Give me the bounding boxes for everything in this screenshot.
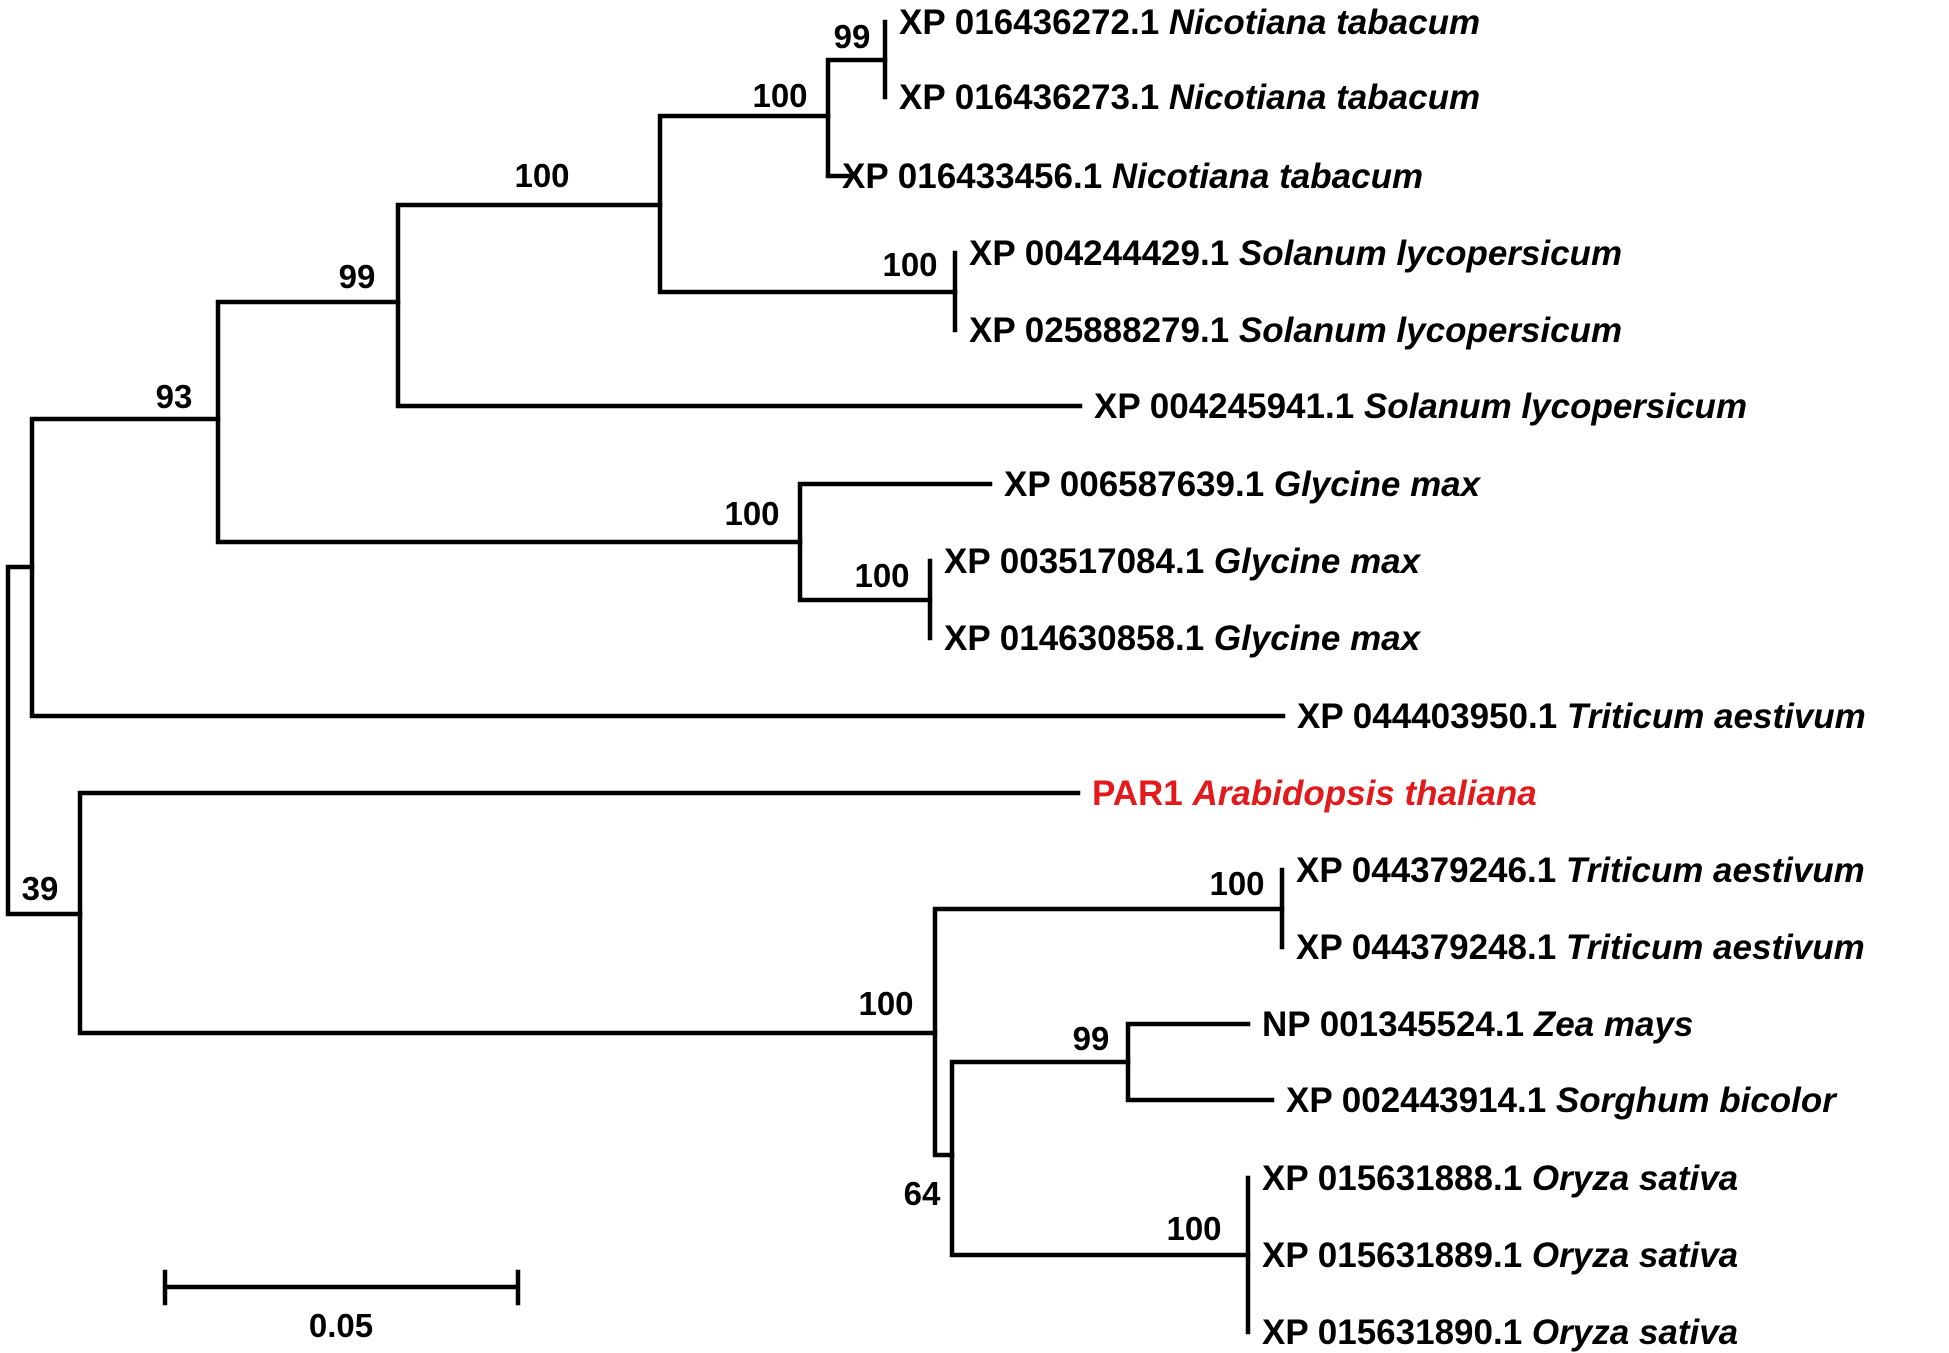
branch-segment (77, 790, 1081, 1036)
leaf-label: XP 015631888.1 Oryza sativa (1262, 1159, 1738, 1198)
tree-branches (5, 19, 1286, 1335)
branch-segment (797, 481, 993, 603)
scale-bar: 0.05 (162, 1269, 521, 1344)
leaf-label: NP 001345524.1 Zea mays (1262, 1005, 1693, 1044)
species-name: Sorghum bicolor (1556, 1081, 1838, 1120)
bootstrap-label: 64 (904, 1175, 941, 1212)
bootstrap-label: 100 (1166, 1210, 1221, 1247)
bootstrap-values: 99 100 100 100 99 93 100 100 39 100 100 99 100 64 (22, 18, 1265, 1247)
leaf-label: XP 014630858.1 Glycine max (944, 619, 1422, 658)
species-name: Nicotiana tabacum (1169, 78, 1480, 117)
leaf-label: XP 044403950.1 Triticum aestivum (1297, 697, 1866, 736)
branch-segment (949, 1059, 1251, 1258)
scale-bar-line (162, 1269, 521, 1306)
bootstrap-label: 99 (834, 18, 871, 55)
bootstrap-label: 100 (752, 77, 807, 114)
leaf-label: XP 016436272.1 Nicotiana tabacum (899, 3, 1480, 42)
accession-id: XP 003517084.1 (944, 542, 1214, 581)
scale-bar-label: 0.05 (309, 1307, 373, 1344)
leaf-label: XP 016436273.1 Nicotiana tabacum (899, 78, 1480, 117)
species-name: Oryza sativa (1532, 1236, 1738, 1275)
bootstrap-label: 99 (339, 258, 376, 295)
accession-id: XP 004245941.1 (1094, 387, 1364, 426)
branch-segment (395, 202, 1083, 409)
bootstrap-label: 100 (858, 985, 913, 1022)
leaf-label: XP 006587639.1 Glycine max (1004, 465, 1482, 504)
leaf-label: XP 025888279.1 Solanum lycopersicum (969, 311, 1622, 350)
bootstrap-label: 99 (1073, 1020, 1110, 1057)
leaf-label: XP 015631889.1 Oryza sativa (1262, 1236, 1738, 1275)
leaf-label: XP 044379246.1 Triticum aestivum (1296, 851, 1865, 890)
species-name: Glycine max (1214, 542, 1422, 581)
leaf-label: XP 044379248.1 Triticum aestivum (1296, 928, 1865, 967)
leaf-label: XP 002443914.1 Sorghum bicolor (1286, 1081, 1838, 1120)
species-name: Zea mays (1533, 1005, 1694, 1044)
accession-id: XP 016436273.1 (899, 78, 1169, 117)
accession-id: NP 001345524.1 (1262, 1005, 1534, 1044)
species-name: Glycine max (1274, 465, 1482, 504)
accession-id: XP 004244429.1 (969, 234, 1239, 273)
accession-id: XP 006587639.1 (1004, 465, 1274, 504)
accession-id: XP 044379248.1 (1296, 928, 1566, 967)
accession-id: XP 015631890.1 (1262, 1313, 1532, 1352)
species-name: Triticum aestivum (1566, 851, 1865, 890)
bootstrap-label: 100 (514, 157, 569, 194)
species-name: Nicotiana tabacum (1112, 157, 1423, 196)
branch-segment (825, 57, 888, 179)
accession-id: XP 002443914.1 (1286, 1081, 1556, 1120)
species-name: Oryza sativa (1532, 1313, 1738, 1352)
species-name: Triticum aestivum (1566, 928, 1865, 967)
branch-segment (657, 113, 958, 295)
branch-segment (215, 299, 803, 545)
branch-segment (5, 564, 83, 917)
accession-id: XP 044379246.1 (1296, 851, 1566, 890)
accession-id: PAR1 (1092, 774, 1193, 813)
accession-id: XP 016433456.1 (842, 157, 1112, 196)
accession-id: XP 025888279.1 (969, 311, 1239, 350)
bootstrap-label: 100 (1209, 865, 1264, 902)
bootstrap-label: 93 (156, 378, 193, 415)
species-name: Arabidopsis thaliana (1192, 774, 1537, 813)
species-name: Triticum aestivum (1567, 697, 1866, 736)
bootstrap-label: 39 (22, 870, 59, 907)
accession-id: XP 014630858.1 (944, 619, 1214, 658)
accession-id: XP 044403950.1 (1297, 697, 1567, 736)
species-name: Solanum lycopersicum (1239, 311, 1622, 350)
leaf-label: XP 015631890.1 Oryza sativa (1262, 1313, 1738, 1352)
bootstrap-label: 100 (854, 557, 909, 594)
species-name: Solanum lycopersicum (1239, 234, 1622, 273)
branch-segment (1125, 1021, 1275, 1103)
species-name: Solanum lycopersicum (1364, 387, 1747, 426)
leaf-label: XP 016433456.1 Nicotiana tabacum (842, 157, 1423, 196)
leaf-label: XP 004245941.1 Solanum lycopersicum (1094, 387, 1747, 426)
species-name: Glycine max (1214, 619, 1422, 658)
leaf-label: XP 003517084.1 Glycine max (944, 542, 1422, 581)
species-name: Oryza sativa (1532, 1159, 1738, 1198)
bootstrap-label: 100 (882, 246, 937, 283)
species-name: Nicotiana tabacum (1169, 3, 1480, 42)
accession-id: XP 015631888.1 (1262, 1159, 1532, 1198)
bootstrap-label: 100 (724, 495, 779, 532)
accession-id: XP 015631889.1 (1262, 1236, 1532, 1275)
branch-segment (932, 906, 1285, 1158)
accession-id: XP 016436272.1 (899, 3, 1169, 42)
branch-segment (29, 416, 1286, 719)
leaf-label: XP 004244429.1 Solanum lycopersicum (969, 234, 1622, 273)
leaf-label: PAR1 Arabidopsis thaliana (1092, 774, 1537, 813)
